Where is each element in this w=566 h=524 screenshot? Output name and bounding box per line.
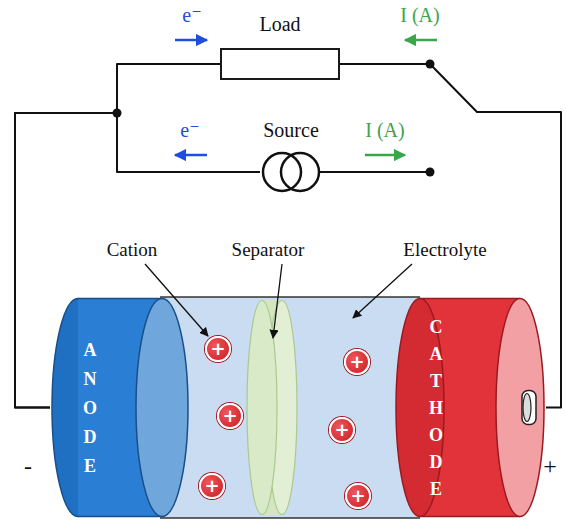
charge-sign: + [210,340,225,358]
part-label: Electrolyte [403,239,486,261]
current-arrow [405,39,437,42]
cathode-electrode: C A T H O D E [394,297,546,518]
separator-disc [247,301,277,515]
cathode-outline [420,298,520,300]
cathode-outline [420,516,520,518]
switch-contact [426,168,435,177]
current-label: I (A) [365,119,404,142]
electron-arrow [175,39,207,42]
cathode-shape [394,297,546,518]
anode-outline [78,516,162,518]
charge-sign: + [334,421,349,439]
part-label: Cation [107,239,158,261]
charge-sign: + [222,407,237,425]
electrode-label: A N O D E [81,335,99,480]
current-arrow [365,154,405,157]
charge-sign: + [349,353,364,371]
cation-ion: + [217,403,243,429]
load-resistor: Load [220,48,340,80]
current-label: I (A) [400,4,439,27]
electrolyte-body [160,297,420,518]
component-label: Source [263,119,319,142]
source-circle [281,153,319,191]
cation-ion: + [199,473,225,499]
cathode-face [396,299,444,517]
charge-sign: + [350,487,365,505]
electron-symbol: e⁻ [180,118,199,142]
anode-shape [50,297,190,518]
cation-ion: + [329,417,355,443]
cation-ion: + [345,483,371,509]
source-symbol [260,150,322,194]
anode-face [136,299,188,517]
polarity-sign: + [543,453,557,480]
charge-sign: + [204,477,219,495]
part-label: Separator [232,239,305,261]
component-label: Load [259,13,300,36]
anode-electrode: A N O D E [50,297,190,518]
wire [320,171,430,173]
leader-line [353,264,412,318]
positive-terminal [523,394,531,422]
positive-terminal [522,391,536,425]
cathode-end-face [496,299,544,517]
electrode-label: C A T H O D E [427,313,445,502]
cell-outline [160,517,420,519]
electron-symbol: e⁻ [182,3,201,27]
anode-outline [78,298,162,300]
leader-line [273,264,282,338]
polarity-sign: - [24,453,32,480]
electron-arrow [175,154,207,157]
cell-outline [160,296,420,298]
cation-ion: + [205,336,231,362]
current-source: Source [260,150,322,194]
cation-ion: + [344,349,370,375]
